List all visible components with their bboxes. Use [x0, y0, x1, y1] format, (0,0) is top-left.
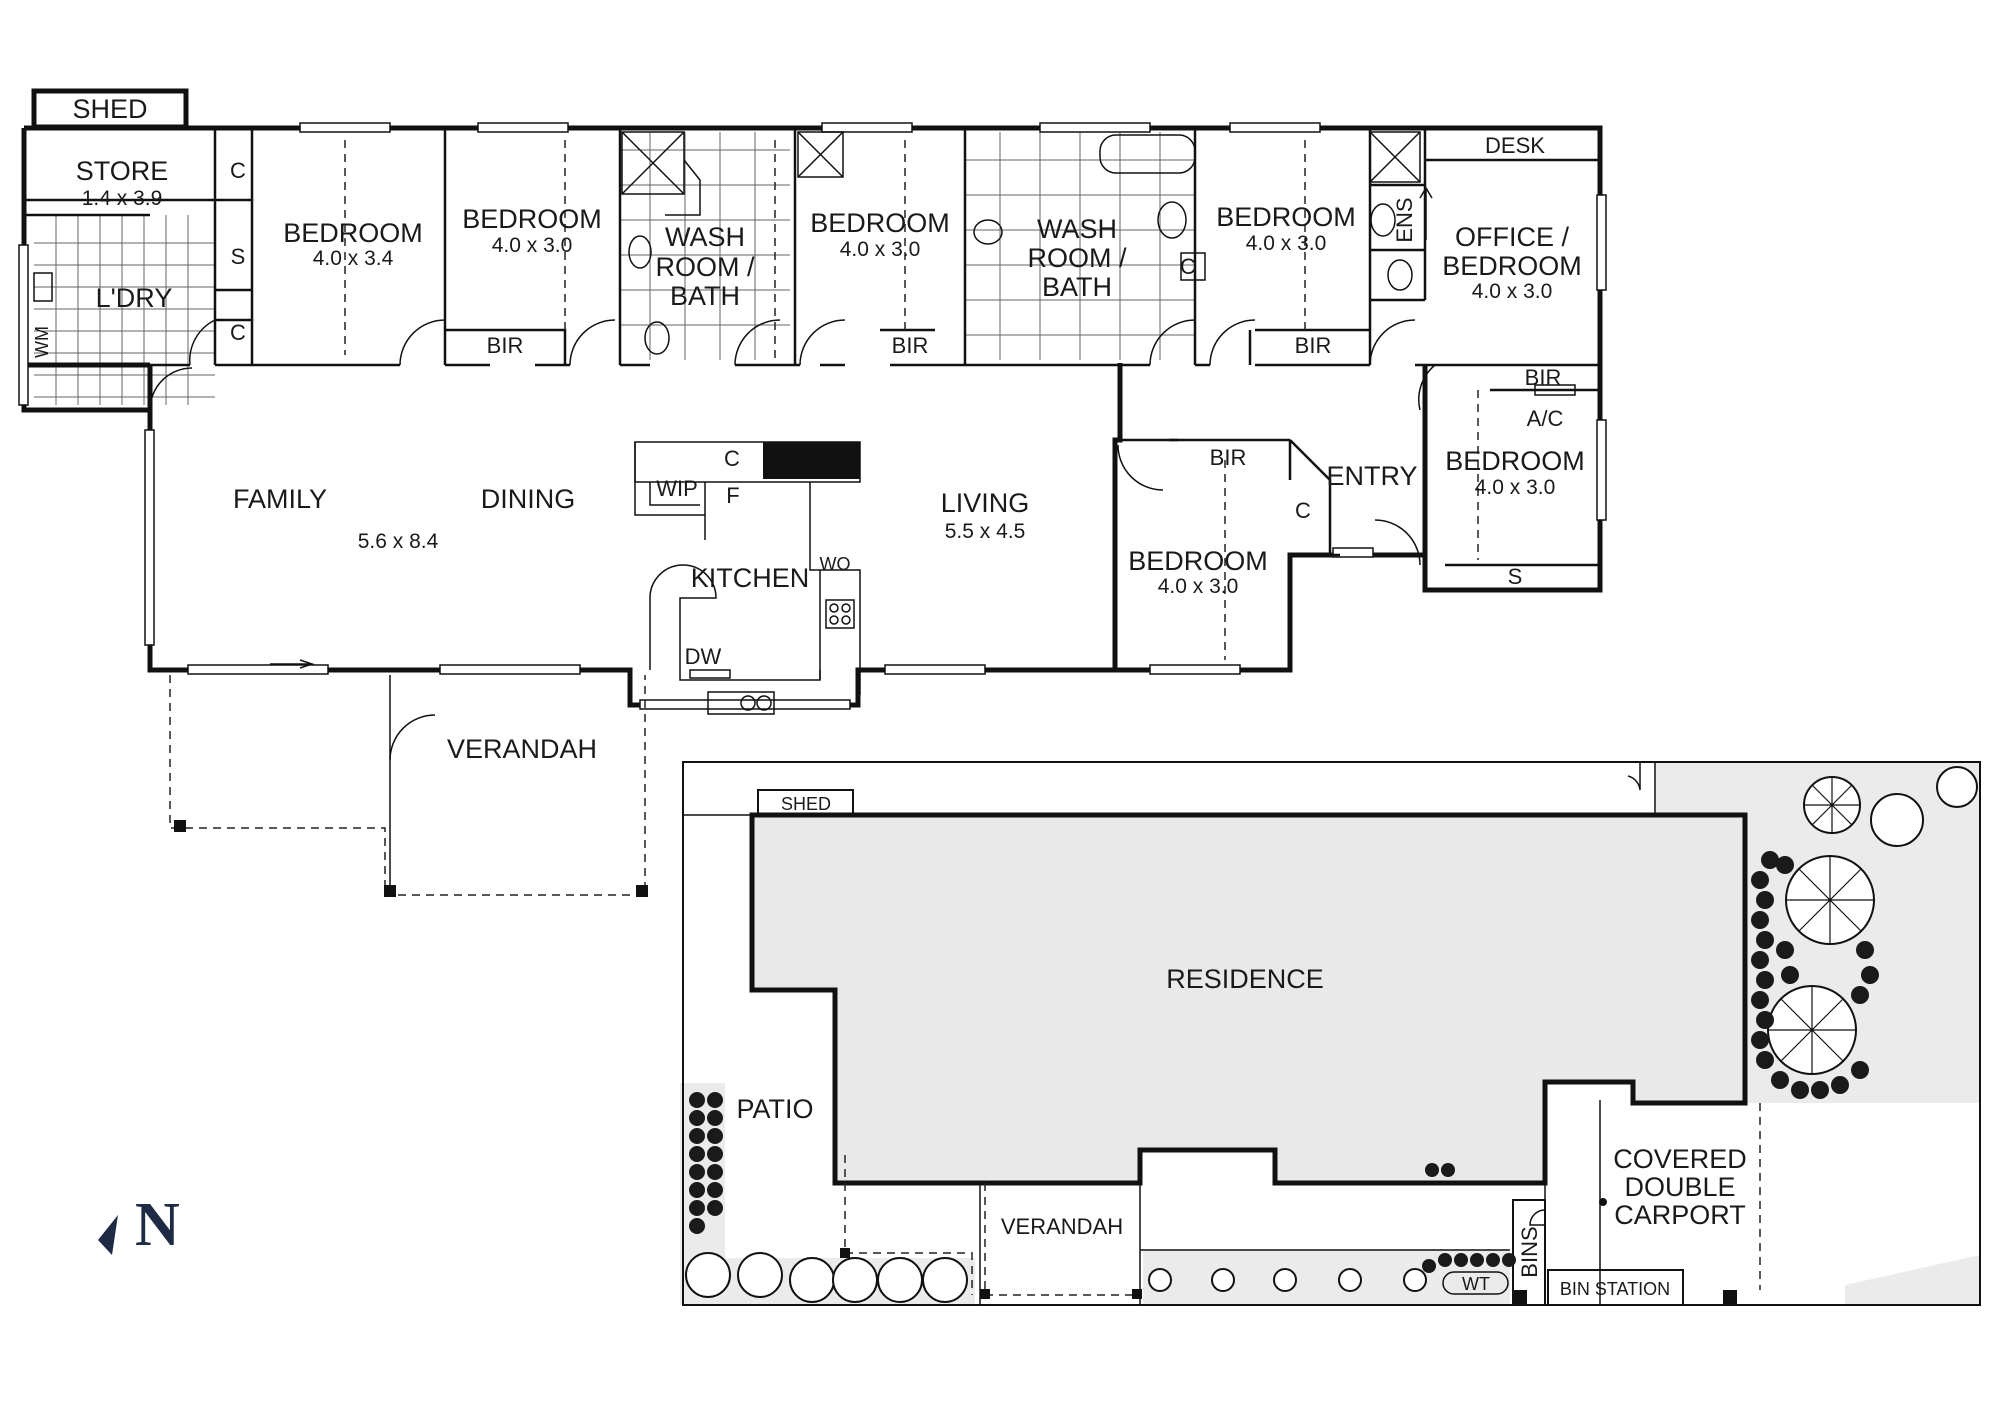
bedroom-2-dimension: 4.0 x 3.0 — [492, 234, 573, 257]
floor-plan-drawing: SHED STORE 1.4 x 3.9 L'DRY WM C S C BEDR… — [18, 88, 1607, 897]
bedroom-6-label: BEDROOM — [1128, 546, 1268, 576]
verandah-outline — [169, 659, 648, 897]
laundry-label: L'DRY — [96, 283, 173, 313]
ensuite-walls — [1370, 183, 1425, 252]
walk-in-pantry-label: WIP — [656, 476, 698, 501]
washroom-1-line1: WASH — [665, 222, 745, 252]
washing-machine-label: WM — [32, 326, 52, 358]
site-shed-label: SHED — [781, 794, 831, 814]
bedroom-6-dimension: 4.0 x 3.0 — [1158, 575, 1239, 598]
washroom-2-line2: ROOM / — [1028, 243, 1127, 273]
north-label: N — [135, 1191, 180, 1259]
washroom-2-line1: WASH — [1037, 214, 1117, 244]
bir-bedroom-3-label: BIR — [892, 333, 929, 358]
ensuite-label: ENS — [1392, 197, 1417, 242]
carport-line1: COVERED — [1613, 1144, 1747, 1174]
residence-footprint — [749, 812, 1748, 1186]
bedroom-2-label: BEDROOM — [462, 204, 602, 234]
washroom-1-line2: ROOM / — [656, 252, 755, 282]
air-conditioner-label: A/C — [1527, 406, 1564, 431]
shed-label: SHED — [72, 94, 147, 124]
desk-label: DESK — [1485, 133, 1545, 158]
washroom-1-line3: BATH — [670, 281, 740, 311]
site-verandah-label: VERANDAH — [1001, 1214, 1123, 1239]
patio-label: PATIO — [736, 1094, 813, 1124]
cupboard-wash-label: C — [1180, 254, 1196, 279]
bins-outline — [1512, 1199, 1546, 1306]
water-tank-outline — [1442, 1271, 1509, 1295]
dishwasher-label: DW — [685, 644, 722, 669]
side-gate — [1627, 762, 1641, 791]
bir-bedroom-6-label: BIR — [1210, 445, 1247, 470]
family-dining-dimension: 5.6 x 8.4 — [358, 530, 439, 553]
store-label: STORE — [76, 156, 169, 186]
store-dimension: 1.4 x 3.9 — [82, 187, 163, 210]
kitchen-fixtures — [634, 384, 1576, 715]
tile-pattern — [34, 132, 1195, 405]
verandah-label: VERANDAH — [447, 734, 597, 764]
bin-station-outline — [1547, 1269, 1684, 1306]
bir-bedroom-4-label: BIR — [1295, 333, 1332, 358]
bedroom-1-dimension: 4.0 x 3.4 — [313, 247, 394, 270]
bir-bedroom-2-label: BIR — [487, 333, 524, 358]
cupboard-c2-label: C — [230, 320, 246, 345]
cupboard-c1-label: C — [230, 158, 246, 183]
entry-label: ENTRY — [1326, 461, 1417, 491]
north-arrow-icon — [98, 1215, 118, 1255]
bedroom-5-dimension: 4.0 x 3.0 — [1475, 476, 1556, 499]
dining-label: DINING — [481, 484, 576, 514]
living-dimension: 5.5 x 4.5 — [945, 520, 1026, 543]
carport-line2: DOUBLE — [1624, 1172, 1735, 1202]
family-label: FAMILY — [233, 484, 327, 514]
site-boundary — [682, 761, 1981, 1306]
living-label: LIVING — [941, 488, 1030, 518]
bedroom-3-dimension: 4.0 x 3.0 — [840, 238, 921, 261]
washroom-2-line3: BATH — [1042, 272, 1112, 302]
front-shrubs — [1148, 1163, 1516, 1292]
front-trees — [685, 1252, 968, 1303]
site-plan: SHED RESIDENCE PATIO VERANDAH COVERED DO… — [680, 761, 1981, 1306]
bedroom-4-dimension: 4.0 x 3.0 — [1246, 232, 1327, 255]
bins-label: BINS — [1517, 1226, 1542, 1277]
office-line1: OFFICE / — [1455, 222, 1569, 252]
cupboard-kitchen-label: C — [724, 446, 740, 471]
residence-label: RESIDENCE — [1166, 964, 1324, 994]
site-shed-outline — [757, 789, 854, 816]
east-garden-trees — [1767, 766, 1978, 1075]
office-line2: BEDROOM — [1442, 251, 1582, 281]
ensuite-arrow-icon — [1419, 186, 1433, 240]
bir-bedroom-5-label: BIR — [1525, 365, 1562, 390]
water-tank-label: WT — [1462, 1274, 1490, 1294]
wardrobe-lines — [344, 140, 1479, 660]
cupboard-s-label: S — [231, 244, 246, 269]
bedroom-5-shelf-label: S — [1508, 564, 1523, 589]
north-compass: N — [98, 1191, 180, 1259]
bedroom-5-label: BEDROOM — [1445, 446, 1585, 476]
door-swings — [149, 319, 1436, 761]
fridge-label: F — [726, 483, 739, 508]
office-dimension: 4.0 x 3.0 — [1472, 280, 1553, 303]
east-garden-shrubs — [1751, 851, 1879, 1099]
kitchen-label: KITCHEN — [691, 563, 810, 593]
bedroom-3-label: BEDROOM — [810, 208, 950, 238]
wall-oven-label: WO — [820, 554, 851, 574]
bedroom-4-label: BEDROOM — [1216, 202, 1356, 232]
cupboard-entry-label: C — [1295, 498, 1311, 523]
patio-shrubs — [689, 1092, 723, 1234]
carport-line3: CARPORT — [1614, 1200, 1746, 1230]
windows — [18, 122, 1607, 710]
bedroom-1-label: BEDROOM — [283, 218, 423, 248]
bathroom-fixtures — [33, 131, 1421, 355]
bin-station-label: BIN STATION — [1560, 1279, 1670, 1299]
